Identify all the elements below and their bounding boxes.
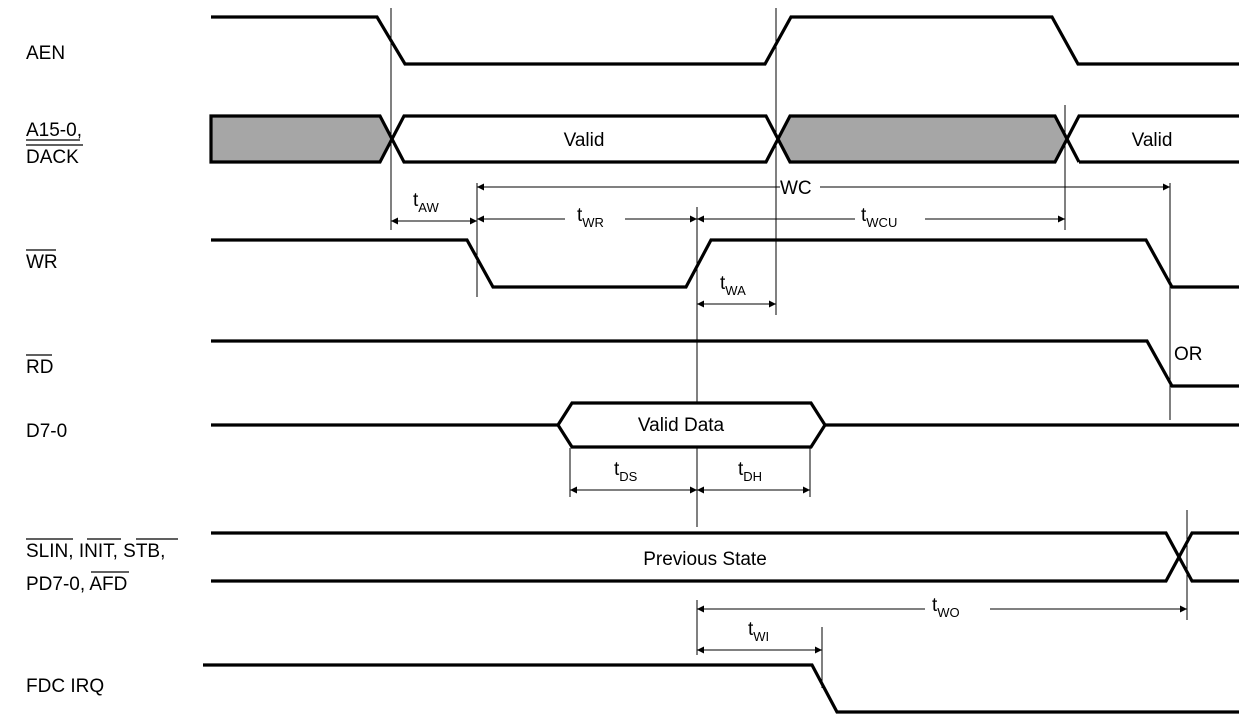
t-ds-label: tDS	[614, 459, 638, 484]
label-slin-init-stb: SLIN, INIT, STB,	[26, 541, 165, 562]
label-sep2: ,	[113, 541, 124, 562]
label-afd: AFD	[89, 574, 127, 595]
rd-waveform	[211, 339, 1239, 388]
label-pd7-afd: PD7-0, AFD	[26, 574, 127, 595]
t-wcu-label: tWCU	[861, 205, 897, 230]
label-rd: RD	[26, 357, 53, 378]
t-wa-label: tWA	[720, 273, 746, 298]
addr-valid-label-1: Valid	[564, 130, 605, 151]
label-fdc-irq: FDC IRQ	[26, 676, 104, 697]
aen-waveform	[211, 15, 1239, 66]
addr-bus-invalid-1	[209, 114, 394, 164]
ctrl-bus-bottom	[211, 531, 1239, 583]
label-dack: DACK	[26, 147, 79, 168]
label-a15-0: A15-0,	[26, 120, 82, 141]
label-init: INIT	[79, 541, 115, 562]
label-aen: AEN	[26, 43, 65, 64]
label-sep1: ,	[68, 541, 79, 562]
wr-waveform	[211, 238, 1239, 289]
label-sep3: ,	[160, 541, 165, 562]
label-pd7-0: PD7-0,	[26, 574, 89, 595]
wc-label: WC	[780, 178, 812, 199]
label-d7-0: D7-0	[26, 421, 67, 442]
or-label: OR	[1174, 344, 1203, 365]
t-aw-label: tAW	[413, 190, 439, 215]
label-wr: WR	[26, 252, 58, 273]
label-stb: STB	[123, 541, 160, 562]
t-dh-label: tDH	[738, 459, 762, 484]
valid-data-label: Valid Data	[638, 415, 725, 436]
fdc-irq-waveform	[203, 663, 1239, 714]
previous-state-label: Previous State	[643, 549, 767, 570]
t-wr-label: tWR	[577, 205, 604, 230]
t-wi-label: tWI	[748, 619, 769, 644]
addr-bus-invalid-2	[776, 114, 1069, 164]
addr-bus-edge-2	[1065, 138, 1081, 163]
addr-valid-label-2: Valid	[1132, 130, 1173, 151]
t-wo-label: tWO	[932, 595, 960, 620]
label-slin: SLIN	[26, 541, 68, 562]
